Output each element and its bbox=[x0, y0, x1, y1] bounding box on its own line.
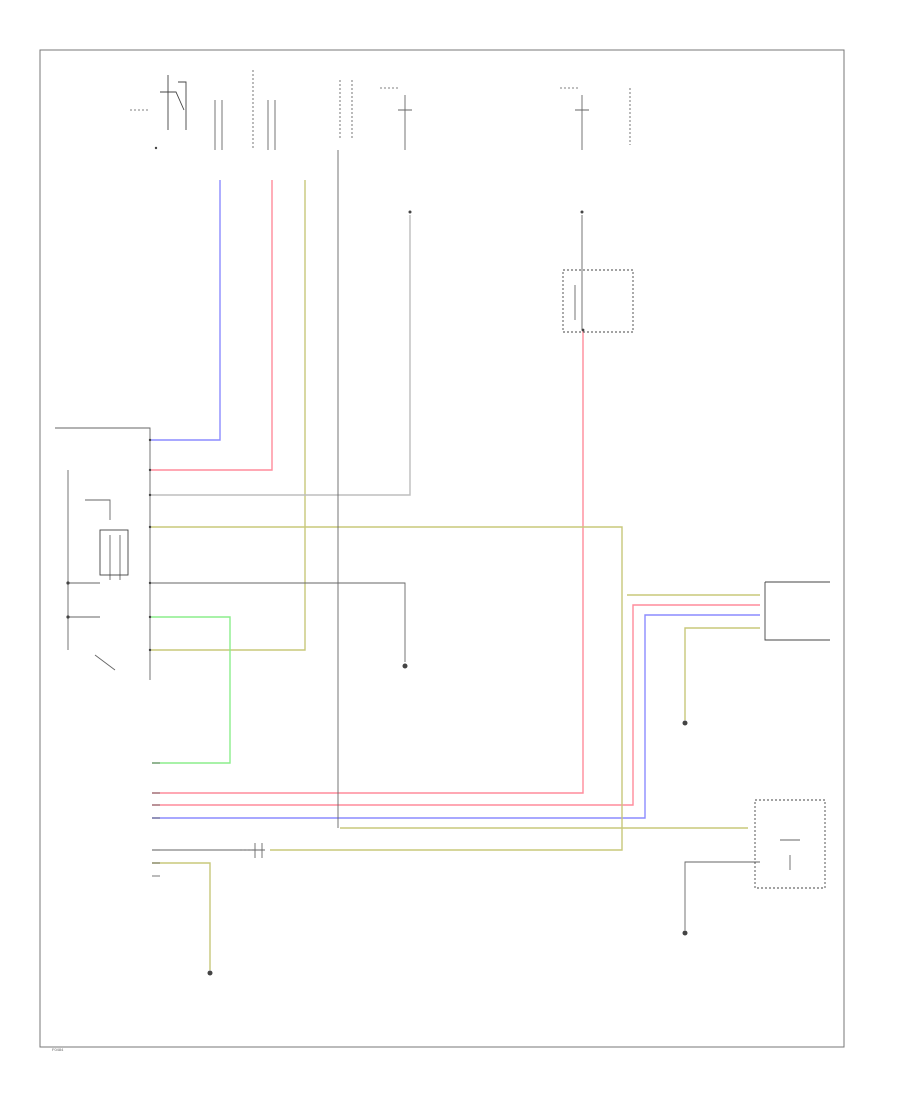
diagram-code: F0484 bbox=[52, 1047, 64, 1052]
wire-red-right-column bbox=[152, 330, 584, 794]
wire-red-bottom bbox=[152, 604, 760, 806]
wire-yellow-vertical bbox=[150, 180, 306, 651]
wire-blue-bottom bbox=[152, 614, 760, 819]
ground-symbols bbox=[207, 210, 688, 976]
pgm-fi-main-relay bbox=[55, 427, 152, 680]
wire-blue-left bbox=[150, 180, 221, 441]
wire-dark-sensor bbox=[150, 582, 406, 662]
wire-green bbox=[150, 616, 231, 764]
wire-yellow-ground-right bbox=[684, 627, 760, 720]
fuel-pump-box bbox=[754, 799, 826, 889]
ecm-pin-marks bbox=[152, 762, 160, 877]
wire-red-left bbox=[150, 180, 273, 471]
wire-yellow-top bbox=[150, 526, 623, 851]
wire-yellow-ground-left bbox=[152, 862, 211, 970]
diagram-border bbox=[39, 49, 845, 1048]
wire-gray bbox=[150, 215, 411, 496]
inline-connector bbox=[240, 843, 263, 858]
top-fuse-area bbox=[130, 70, 631, 150]
wire-dark-fuel-pump-ground bbox=[684, 861, 760, 930]
sensor-area bbox=[562, 269, 634, 333]
ecm-connector-box bbox=[764, 581, 830, 641]
